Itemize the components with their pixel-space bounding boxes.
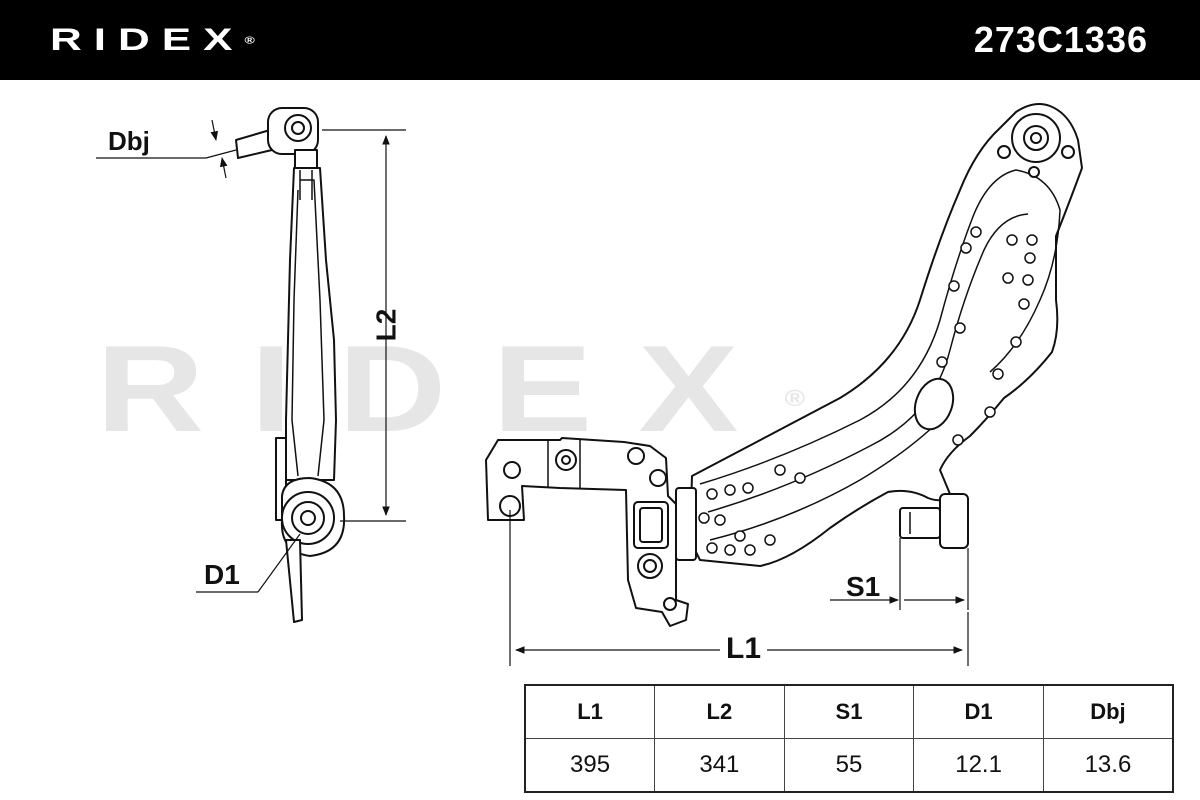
watermark-registered-mark: ® <box>784 385 806 411</box>
side-view-arm <box>235 107 346 623</box>
watermark-logo: RIDEX® <box>96 327 1096 450</box>
spec-value-cell: 12.1 <box>913 738 1044 793</box>
dbj-dimension <box>96 119 237 179</box>
spec-header-cell: D1 <box>913 684 1044 739</box>
d1-dimension <box>196 533 301 593</box>
d1-label: D1 <box>204 559 240 590</box>
s1-label: S1 <box>846 571 881 602</box>
registered-mark: ® <box>244 34 255 46</box>
spec-header-cell: L2 <box>654 684 785 739</box>
front-view-arm <box>675 103 1083 567</box>
brand-name: RIDEX <box>50 21 245 58</box>
part-number: 273C1336 <box>973 19 1148 60</box>
l1-label: L1 <box>720 634 768 664</box>
header-bar: RIDEX® 273C1336 <box>0 0 1200 80</box>
watermark-text: RIDEX <box>96 319 785 458</box>
l2-dimension <box>322 129 406 522</box>
spec-header-row: L1 L2 S1 D1 Dbj <box>524 684 1174 739</box>
spec-value-cell: 55 <box>783 738 915 793</box>
subframe-bracket <box>485 437 689 627</box>
spec-header-cell: Dbj <box>1042 684 1174 739</box>
spec-header-cell: L1 <box>524 684 656 739</box>
dbj-label: Dbj <box>108 126 150 156</box>
brand-logo: RIDEX® <box>50 21 255 58</box>
spec-header-cell: S1 <box>783 684 915 739</box>
spec-value-cell: 13.6 <box>1042 738 1174 793</box>
s1-dimension <box>830 538 969 610</box>
spec-value-cell: 395 <box>524 738 656 793</box>
spec-value-cell: 341 <box>654 738 785 793</box>
l2-label: L2 <box>370 308 402 342</box>
spec-value-row: 395 341 55 12.1 13.6 <box>524 738 1174 793</box>
arm-holes <box>698 226 1038 556</box>
spec-table: L1 L2 S1 D1 Dbj 395 341 55 12.1 13.6 <box>524 684 1174 793</box>
